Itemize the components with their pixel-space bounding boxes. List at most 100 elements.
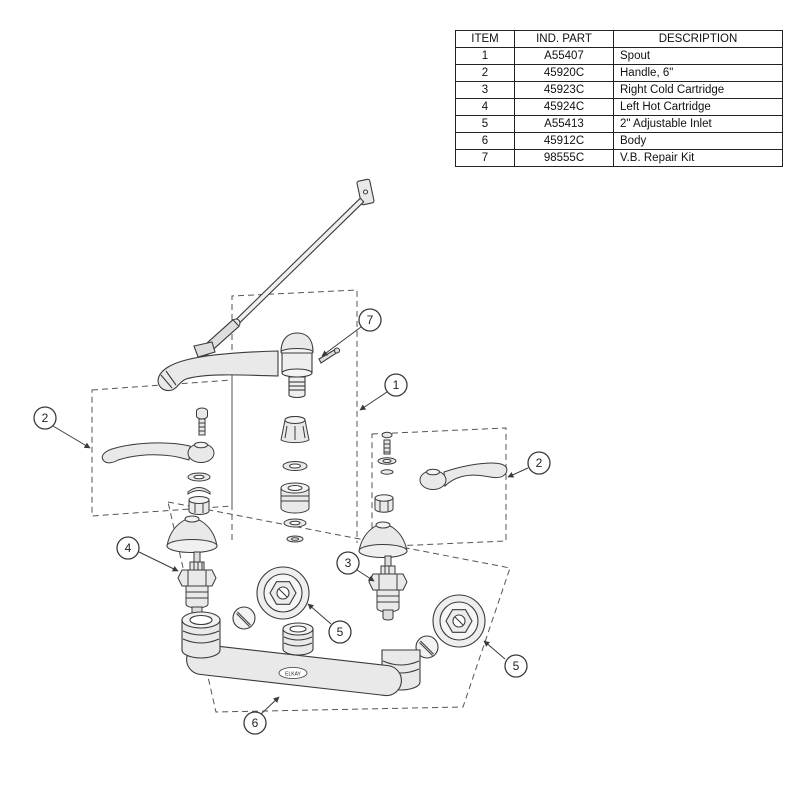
cartridge-body bbox=[185, 585, 209, 609]
right-handle-blade bbox=[443, 462, 508, 488]
hex-nut-top bbox=[188, 496, 210, 504]
coupling-nut-hole bbox=[287, 485, 303, 491]
svg-text:4: 4 bbox=[125, 541, 132, 555]
cartridge-tip bbox=[382, 609, 394, 621]
hex-nut-top bbox=[374, 494, 394, 502]
table-row: 6 45912C Body bbox=[455, 132, 783, 150]
svg-text:1: 1 bbox=[393, 378, 400, 392]
left-handle-boss bbox=[194, 441, 208, 449]
coupling-nut bbox=[280, 487, 310, 514]
spout-shank bbox=[288, 376, 306, 399]
svg-text:2: 2 bbox=[536, 456, 543, 470]
spout-tip-hatch bbox=[160, 374, 173, 389]
spout-group bbox=[157, 332, 341, 399]
right-bell-base bbox=[358, 544, 408, 558]
left-bell-base bbox=[166, 539, 218, 553]
spout-lever-tab bbox=[193, 341, 216, 358]
o-ring bbox=[380, 469, 394, 475]
lever-arm-group bbox=[196, 178, 375, 359]
body-left-shank bbox=[181, 619, 221, 659]
left-handle-group bbox=[101, 407, 215, 515]
cell-description: V.B. Repair Kit bbox=[613, 149, 783, 167]
cell-description: 2" Adjustable Inlet bbox=[613, 115, 783, 133]
handle-screw-shaft bbox=[383, 439, 391, 455]
center-boss-bore bbox=[289, 625, 307, 633]
spout-dashed-box bbox=[231, 289, 358, 543]
left-handle-dashed-box bbox=[91, 379, 233, 517]
brand-label: ELKAY bbox=[285, 672, 301, 678]
svg-text:3: 3 bbox=[345, 556, 352, 570]
table-row: 7 98555C V.B. Repair Kit bbox=[455, 149, 783, 167]
vacuum-breaker-cap bbox=[280, 332, 314, 353]
vb-pin-head bbox=[333, 347, 341, 354]
callout-7: 7 bbox=[321, 308, 382, 357]
svg-text:5: 5 bbox=[513, 659, 520, 673]
body-group: ELKAY bbox=[181, 611, 421, 697]
spout-nut-top bbox=[284, 416, 306, 424]
right-handle-boss bbox=[426, 468, 440, 476]
handle-screw-head bbox=[381, 431, 393, 439]
washer-hole bbox=[289, 520, 301, 526]
cell-part: 45920C bbox=[514, 64, 614, 82]
knurl-line bbox=[284, 425, 288, 439]
table-row: 3 45923C Right Cold Cartridge bbox=[455, 81, 783, 99]
washer-hole bbox=[382, 459, 392, 463]
cell-part: 98555C bbox=[514, 149, 614, 167]
inlet-flanges-group bbox=[232, 566, 486, 659]
svg-text:6: 6 bbox=[252, 716, 259, 730]
boss-thread bbox=[283, 642, 313, 647]
callout-4: 4 bbox=[116, 536, 179, 572]
shank-thread bbox=[382, 660, 420, 666]
callout-5-right: 5 bbox=[483, 640, 528, 678]
handle-screw-collar bbox=[196, 411, 208, 420]
right-bell-knob bbox=[375, 521, 391, 529]
svg-text:7: 7 bbox=[367, 313, 374, 327]
left-cartridge-group bbox=[166, 515, 218, 617]
washer-hole bbox=[193, 474, 205, 480]
body-center-boss bbox=[282, 628, 314, 656]
boss-thread bbox=[283, 636, 313, 641]
cartridge-hex bbox=[368, 573, 408, 591]
plug-slot bbox=[419, 642, 433, 656]
spout-tip-hatch bbox=[165, 370, 177, 386]
right-cartridge-group bbox=[358, 431, 408, 621]
cartridge-stem bbox=[384, 555, 392, 567]
dome-washer bbox=[187, 487, 211, 495]
parts-table-header-row: ITEM IND. PART DESCRIPTION bbox=[455, 30, 783, 48]
cell-description: Spout bbox=[613, 47, 783, 65]
o-ring-hole bbox=[291, 537, 299, 541]
parts-table: ITEM IND. PART DESCRIPTION 1 A55407 Spou… bbox=[455, 30, 783, 167]
shank-thread bbox=[182, 630, 220, 636]
cartridge-stem bbox=[193, 551, 201, 563]
callout-5-center: 5 bbox=[307, 603, 352, 644]
knurl-line bbox=[302, 425, 306, 439]
brand-badge bbox=[278, 667, 308, 679]
cartridge-hex bbox=[177, 569, 217, 587]
plug-slot bbox=[237, 611, 251, 626]
right-inlet-slot bbox=[454, 616, 464, 626]
cell-description: Right Cold Cartridge bbox=[613, 81, 783, 99]
callout-2-right: 2 bbox=[507, 451, 551, 478]
spout-mount-stack bbox=[280, 416, 310, 543]
plug-slot bbox=[236, 613, 250, 627]
right-handle-group bbox=[419, 462, 508, 490]
callout-3: 3 bbox=[336, 551, 375, 582]
table-row: 5 A55413 2" Adjustable Inlet bbox=[455, 115, 783, 133]
left-bell-knob bbox=[184, 515, 200, 523]
callout-6: 6 bbox=[243, 696, 280, 735]
svg-text:5: 5 bbox=[337, 625, 344, 639]
cell-description: Handle, 6" bbox=[613, 64, 783, 82]
left-inlet-slot bbox=[278, 588, 288, 598]
brace-screw-icon bbox=[362, 189, 369, 195]
table-row: 4 45924C Left Hot Cartridge bbox=[455, 98, 783, 116]
vacuum-breaker-bottom bbox=[281, 368, 313, 378]
hex-nut bbox=[188, 499, 210, 515]
left-handle-blade bbox=[101, 442, 191, 464]
cartridge-spline bbox=[380, 565, 396, 575]
lever-rod bbox=[233, 197, 365, 326]
washer-hole bbox=[289, 463, 301, 469]
callout-1: 1 bbox=[359, 373, 408, 411]
callout-2-left: 2 bbox=[33, 406, 91, 449]
